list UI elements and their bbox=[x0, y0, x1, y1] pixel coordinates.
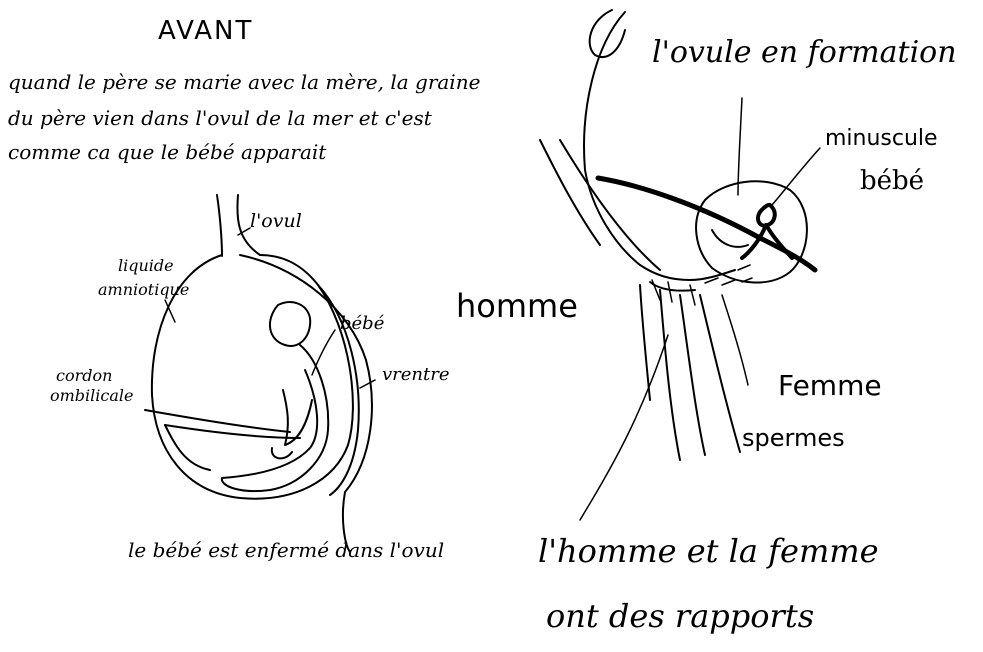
leg-line-4 bbox=[640, 285, 650, 400]
left-leaders bbox=[165, 228, 375, 388]
caption-right-line1: l'homme et la femme bbox=[538, 535, 879, 567]
caption-right-line2: ont des rapports bbox=[546, 600, 814, 632]
intro-line-3: comme ca que le bébé apparait bbox=[8, 142, 326, 162]
label-ovule-formation: l'ovule en formation bbox=[652, 38, 957, 68]
label-liquide: liquide bbox=[118, 258, 174, 274]
lower-body-2 bbox=[650, 282, 695, 291]
ovule-neck-left bbox=[217, 195, 222, 256]
intro-line-2: du père vien dans l'ovul de la mer et c'… bbox=[8, 108, 432, 128]
baby-body bbox=[222, 345, 328, 491]
leg-line-1 bbox=[660, 290, 680, 460]
label-ovul: l'ovul bbox=[250, 212, 302, 231]
label-bebe-right: bébé bbox=[860, 168, 924, 194]
label-ventre: vrentre bbox=[382, 366, 450, 384]
label-minuscule: minuscule bbox=[825, 128, 938, 150]
tiny-baby bbox=[758, 205, 775, 226]
baby-foot bbox=[272, 448, 292, 458]
label-cordon: cordon bbox=[56, 368, 112, 384]
label-homme: homme bbox=[456, 290, 578, 322]
right-leaders bbox=[580, 98, 820, 520]
ovule-inner bbox=[712, 230, 748, 247]
short-strokes bbox=[652, 280, 695, 305]
label-bebe-left: bébé bbox=[340, 315, 384, 333]
leg-line-2 bbox=[680, 295, 705, 455]
baby-limb bbox=[283, 390, 312, 445]
body-drawing bbox=[540, 10, 815, 460]
title-avant: AVANT bbox=[158, 18, 253, 44]
label-femme: Femme bbox=[778, 372, 882, 400]
label-spermes: spermes bbox=[742, 426, 845, 450]
egg-drawing bbox=[145, 195, 372, 552]
caption-left: le bébé est enfermé dans l'ovul bbox=[128, 540, 444, 560]
intro-line-1: quand le père se marie avec la mère, la … bbox=[8, 72, 480, 92]
label-amniotique: amniotique bbox=[98, 282, 189, 298]
baby-head bbox=[270, 302, 310, 346]
label-ombilical: ombilicale bbox=[50, 388, 133, 404]
leg-line-3 bbox=[700, 295, 740, 452]
inner-fold bbox=[165, 425, 210, 470]
